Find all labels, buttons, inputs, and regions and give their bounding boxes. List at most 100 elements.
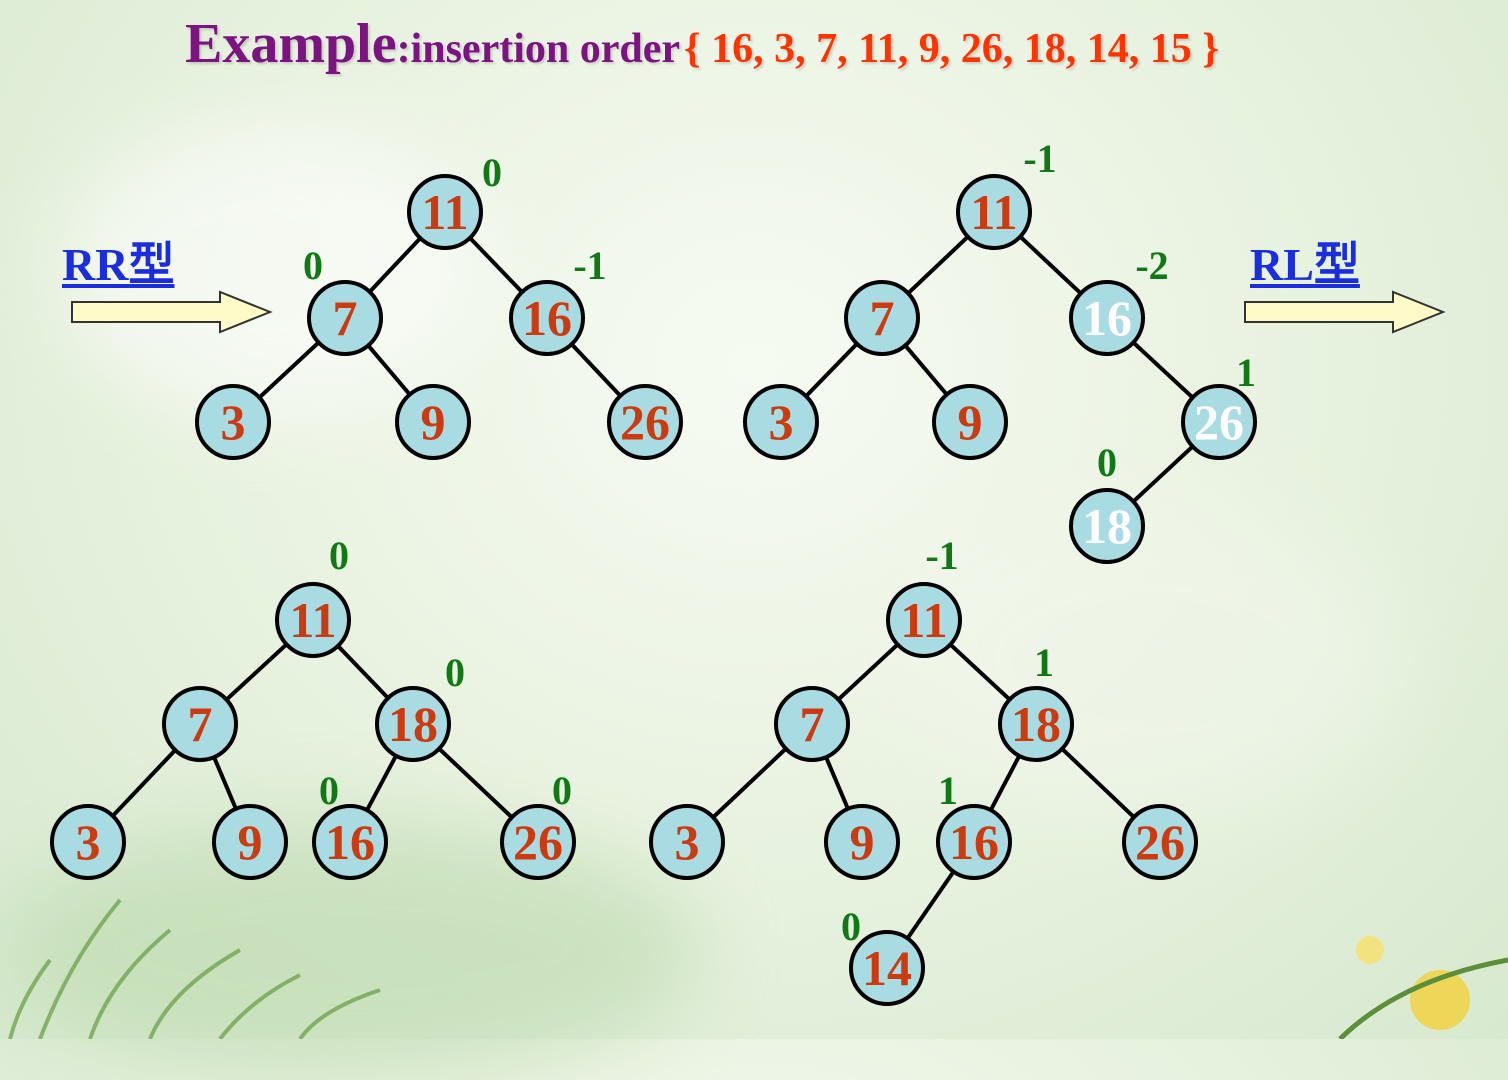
tree-top-right-balance-factor-16: -2 [1135,243,1168,288]
tree-top-left-node-7: 7 [307,280,383,356]
tree-top-left-balance-factor-16: -1 [573,243,606,288]
tree-bottom-left-node-7: 7 [162,686,238,762]
node-circle [824,804,900,880]
rl-arrow [1244,290,1446,334]
node-key: 3 [769,394,794,450]
node-key: 18 [1011,696,1061,752]
tree-bottom-right-balance-factor-11: -1 [925,533,958,578]
node-circle [1181,384,1257,460]
node-key: 7 [333,290,358,346]
node-key: 18 [1082,498,1132,554]
tree-top-right-balance-factor-11: -1 [1023,136,1056,181]
node-circle [849,930,925,1006]
rl-rotation-label: RL型 [1250,239,1360,290]
tree-bottom-right-balance-factor-18: 1 [1034,640,1054,685]
node-circle [774,686,850,762]
tree-bottom-right-node-18: 18 [998,686,1074,762]
node-key: 3 [76,814,101,870]
node-circle [275,582,351,658]
tree-top-right-node-3: 3 [743,384,819,460]
rr-rotation-label: RR型 [62,239,175,290]
tree-top-right-node-9: 9 [932,384,1008,460]
tree-top-left-node-11: 11 [407,174,483,250]
tree-bottom-right-node-9: 9 [824,804,900,880]
node-key: 16 [325,814,375,870]
tree-top-right-node-26: 26 [1181,384,1257,460]
node-circle [1122,804,1198,880]
node-key: 26 [1135,814,1185,870]
node-circle [407,174,483,250]
node-circle [936,804,1012,880]
node-circle [509,280,585,356]
node-circle [312,804,388,880]
node-key: 16 [522,290,572,346]
node-key: 9 [850,814,875,870]
tree-top-right-balance-factor-18: 0 [1097,440,1117,485]
node-circle [844,280,920,356]
tree-bottom-left-balance-factor-16: 0 [319,768,339,813]
title-example: Example [185,13,397,75]
tree-bottom-left-node-16: 16 [312,804,388,880]
node-key: 11 [970,184,1017,240]
node-key: 9 [421,394,446,450]
node-circle [500,804,576,880]
node-key: 7 [800,696,825,752]
tree-bottom-left-balance-factor-11: 0 [329,533,349,578]
background-blob [60,120,480,420]
node-key: 14 [862,940,912,996]
tree-top-left-node-9: 9 [395,384,471,460]
node-circle [998,686,1074,762]
node-circle [649,804,725,880]
tree-bottom-right-node-26: 26 [1122,804,1198,880]
tree-bottom-left-balance-factor-18: 0 [445,650,465,695]
tree-bottom-left-balance-factor-26: 0 [552,768,572,813]
node-circle [956,174,1032,250]
node-key: 9 [238,814,263,870]
tree-bottom-right-balance-factor-16: 1 [938,768,958,813]
node-key: 26 [620,394,670,450]
node-key: 7 [870,290,895,346]
node-circle [375,686,451,762]
tree-bottom-right-node-16: 16 [936,804,1012,880]
node-key: 7 [188,696,213,752]
tree-top-right-balance-factor-26: 1 [1236,350,1256,395]
tree-top-right-node-7: 7 [844,280,920,356]
node-circle [607,384,683,460]
tree-bottom-right-balance-factor-14: 0 [841,904,861,949]
tree-bottom-right-node-7: 7 [774,686,850,762]
grass-decoration [8,898,381,1039]
background-blob [900,500,1400,820]
node-circle [1069,280,1145,356]
node-circle [162,686,238,762]
node-key: 11 [421,184,468,240]
node-key: 16 [949,814,999,870]
node-key: 18 [388,696,438,752]
tree-top-right-node-16: 16 [1069,280,1145,356]
tree-top-left-node-26: 26 [607,384,683,460]
page-title: Example:insertion order { 16, 3, 7, 11, … [185,12,1219,76]
title-sequence: { 16, 3, 7, 11, 9, 26, 18, 14, 15 } [684,26,1219,72]
node-key: 26 [1194,394,1244,450]
flower-decoration [1338,936,1508,1039]
node-circle [212,804,288,880]
tree-bottom-left-node-18: 18 [375,686,451,762]
node-circle [395,384,471,460]
rr-arrow [71,290,273,334]
tree-top-left-balance-factor-7: 0 [303,243,323,288]
tree-top-right-node-18: 18 [1069,488,1145,564]
tree-top-left-node-16: 16 [509,280,585,356]
tree-bottom-left-node-26: 26 [500,804,576,880]
node-circle [932,384,1008,460]
node-key: 11 [289,592,336,648]
tree-bottom-right-node-3: 3 [649,804,725,880]
node-circle [743,384,819,460]
node-circle [1069,488,1145,564]
node-key: 9 [958,394,983,450]
node-key: 16 [1082,290,1132,346]
tree-bottom-right-node-14: 14 [849,930,925,1006]
node-circle [886,582,962,658]
tree-bottom-left-node-3: 3 [50,804,126,880]
tree-bottom-left-node-9: 9 [212,804,288,880]
tree-top-right-node-11: 11 [956,174,1032,250]
